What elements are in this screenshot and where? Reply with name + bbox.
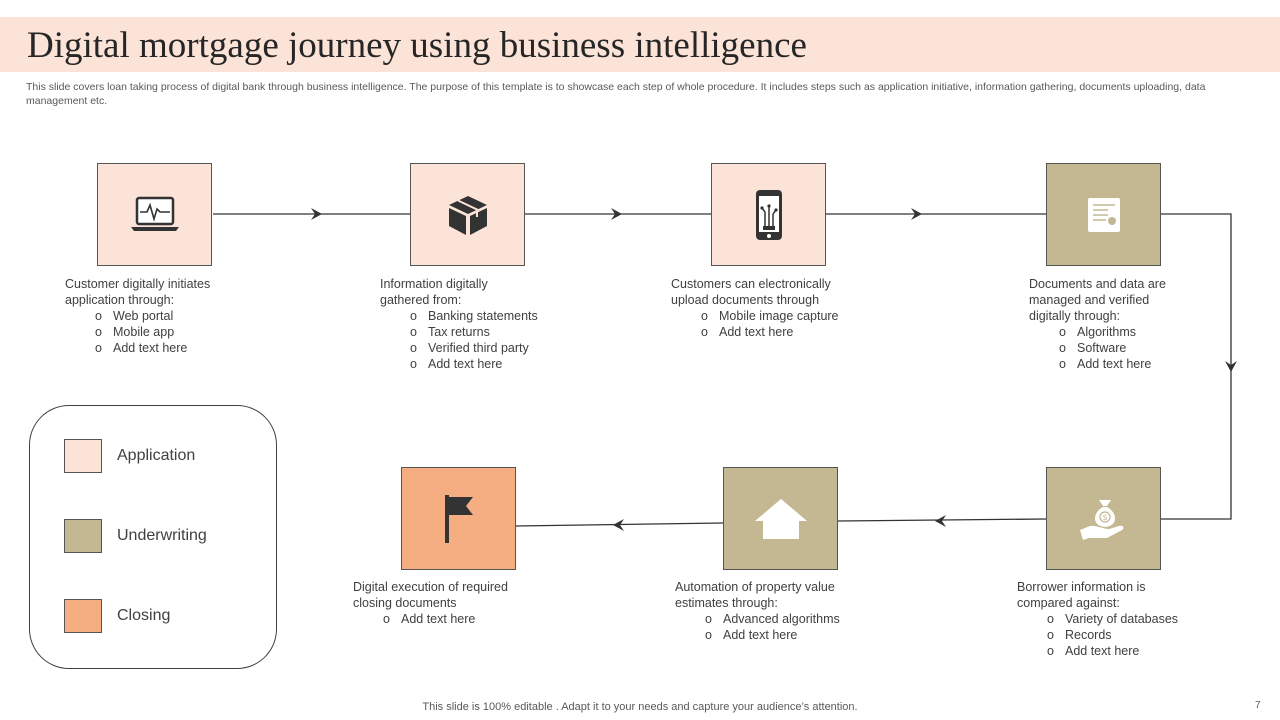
step-bullets: Advanced algorithms Add text here bbox=[675, 611, 875, 643]
step-intro: Borrower information is compared against… bbox=[1017, 580, 1146, 610]
smartphone-icon bbox=[755, 189, 782, 240]
footer-note: This slide is 100% editable . Adapt it t… bbox=[422, 701, 858, 713]
step-text-7: Digital execution of required closing do… bbox=[353, 579, 553, 627]
step-box-2 bbox=[410, 163, 525, 266]
list-item: Records bbox=[1047, 627, 1217, 643]
step-text-4: Documents and data are managed and verif… bbox=[1029, 276, 1219, 372]
legend-swatch-closing bbox=[64, 599, 102, 633]
arrow-right-2 bbox=[611, 208, 622, 220]
legend-swatch-underwriting bbox=[64, 519, 102, 553]
legend-item-closing: Closing bbox=[64, 599, 170, 633]
arrow-right-3 bbox=[911, 208, 922, 220]
list-item: Variety of databases bbox=[1047, 611, 1217, 627]
legend-swatch-application bbox=[64, 439, 102, 473]
slide-description: This slide covers loan taking process of… bbox=[26, 81, 1206, 107]
package-box-icon bbox=[448, 195, 487, 235]
step-intro: Customer digitally initiates application… bbox=[65, 277, 211, 307]
step-text-6: Automation of property value estimates t… bbox=[675, 579, 875, 643]
step-box-7 bbox=[401, 467, 516, 570]
step-intro: Automation of property value estimates t… bbox=[675, 580, 835, 610]
list-item: Mobile app bbox=[95, 324, 265, 340]
money-bag-hand-icon: $ bbox=[1079, 499, 1123, 540]
title-bar bbox=[0, 17, 1280, 72]
step-bullets: Add text here bbox=[353, 611, 553, 627]
step-bullets: Variety of databases Records Add text he… bbox=[1017, 611, 1217, 659]
step-bullets: Mobile image capture Add text here bbox=[671, 308, 871, 340]
step-box-3 bbox=[711, 163, 826, 266]
step-intro: Digital execution of required closing do… bbox=[353, 580, 508, 610]
step-intro: Information digitally gathered from: bbox=[380, 277, 488, 307]
step-bullets: Banking statements Tax returns Verified … bbox=[380, 308, 580, 372]
step-intro: Documents and data are managed and verif… bbox=[1029, 277, 1166, 323]
step-box-4 bbox=[1046, 163, 1161, 266]
page-title: Digital mortgage journey using business … bbox=[27, 25, 807, 66]
list-item: Mobile image capture bbox=[701, 308, 871, 324]
list-item: Add text here bbox=[705, 627, 875, 643]
list-item: Software bbox=[1059, 340, 1219, 356]
legend-label: Application bbox=[117, 447, 196, 464]
legend-label: Underwriting bbox=[117, 527, 207, 544]
step-box-1 bbox=[97, 163, 212, 266]
page-number: 7 bbox=[1255, 700, 1261, 711]
arrow-right-1 bbox=[311, 208, 322, 220]
arrow-left-2 bbox=[613, 519, 624, 531]
certificate-document-icon bbox=[1087, 197, 1120, 232]
list-item: Add text here bbox=[1059, 356, 1219, 372]
list-item: Web portal bbox=[95, 308, 265, 324]
step-text-2: Information digitally gathered from: Ban… bbox=[380, 276, 580, 372]
list-item: Add text here bbox=[701, 324, 871, 340]
step-text-1: Customer digitally initiates application… bbox=[65, 276, 265, 356]
step-text-5: Borrower information is compared against… bbox=[1017, 579, 1217, 659]
list-item: Verified third party bbox=[410, 340, 580, 356]
legend-item-underwriting: Underwriting bbox=[64, 519, 207, 553]
arrow-down bbox=[1225, 361, 1237, 372]
svg-text:$: $ bbox=[1102, 513, 1107, 522]
list-item: Add text here bbox=[383, 611, 553, 627]
step-box-6 bbox=[723, 467, 838, 570]
list-item: Advanced algorithms bbox=[705, 611, 875, 627]
list-item: Tax returns bbox=[410, 324, 580, 340]
legend: Application Underwriting Closing bbox=[29, 405, 277, 669]
arrow-left-1 bbox=[935, 515, 946, 527]
flag-icon bbox=[444, 494, 473, 543]
legend-item-application: Application bbox=[64, 439, 195, 473]
list-item: Add text here bbox=[1047, 643, 1217, 659]
list-item: Add text here bbox=[410, 356, 580, 372]
step-text-3: Customers can electronically upload docu… bbox=[671, 276, 871, 340]
list-item: Banking statements bbox=[410, 308, 580, 324]
laptop-pulse-icon bbox=[130, 196, 179, 231]
house-icon bbox=[754, 498, 807, 539]
step-bullets: Web portal Mobile app Add text here bbox=[65, 308, 265, 356]
step-box-5: $ bbox=[1046, 467, 1161, 570]
step-intro: Customers can electronically upload docu… bbox=[671, 277, 831, 307]
list-item: Add text here bbox=[95, 340, 265, 356]
legend-label: Closing bbox=[117, 607, 171, 624]
list-item: Algorithms bbox=[1059, 324, 1219, 340]
step-bullets: Algorithms Software Add text here bbox=[1029, 324, 1219, 372]
